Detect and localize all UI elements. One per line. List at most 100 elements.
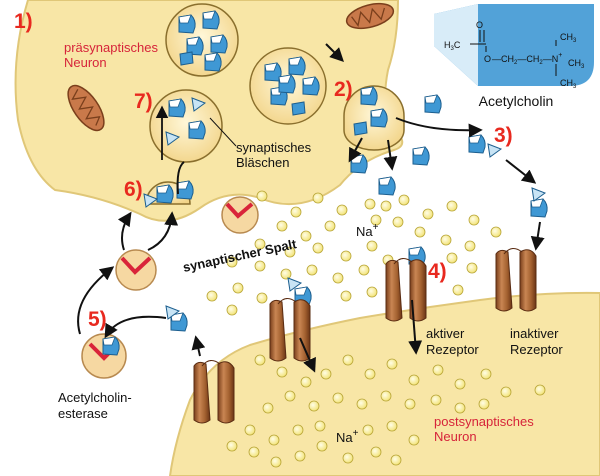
step-7: 7) — [134, 90, 153, 113]
sodium-ion — [358, 264, 370, 276]
sodium-ion — [386, 358, 398, 370]
sodium-ion — [276, 366, 288, 378]
sodium-ion — [490, 226, 502, 238]
sodium-ion — [320, 368, 332, 380]
sodium-ion — [452, 284, 464, 296]
sodium-ion — [478, 398, 490, 410]
sodium-ion — [342, 354, 354, 366]
sodium-ion — [408, 434, 420, 446]
sodium-ion — [356, 398, 368, 410]
sodium-ion — [276, 220, 288, 232]
svg-text:H3C: H3C — [444, 40, 461, 52]
sodium-ion — [446, 200, 458, 212]
sodium-ion — [232, 282, 244, 294]
step-6: 6) — [124, 178, 143, 201]
sodium-ion — [244, 424, 256, 436]
sodium-ion — [206, 290, 218, 302]
sodium-ion — [256, 292, 268, 304]
sodium-ion — [392, 216, 404, 228]
sodium-ion — [468, 214, 480, 226]
vesicle-label-2: Bläschen — [236, 155, 289, 170]
sodium-ion — [342, 452, 354, 464]
step-5: 5) — [88, 308, 107, 331]
svg-text:CH3: CH3 — [568, 58, 585, 70]
sodium-ion — [284, 246, 296, 258]
sodium-ion — [370, 446, 382, 458]
sodium-ion — [364, 368, 376, 380]
sodium-ion — [314, 420, 326, 432]
sodium-ion — [466, 262, 478, 274]
sodium-ion — [440, 234, 452, 246]
sodium-ion — [294, 450, 306, 462]
sodium-ion — [226, 440, 238, 452]
sodium-ion — [268, 434, 280, 446]
sodium-ion — [292, 424, 304, 436]
sodium-ion — [312, 242, 324, 254]
sodium-ion — [390, 454, 402, 466]
sodium-ion — [300, 376, 312, 388]
step-4: 4) — [428, 260, 447, 283]
sodium-ion — [380, 390, 392, 402]
sodium-ion — [370, 214, 382, 226]
formula-sub: 3 — [451, 46, 455, 52]
mitochondrion-icon — [345, 2, 395, 30]
inactive-receptor-label-1: inaktiver — [510, 326, 559, 341]
sodium-ion — [270, 456, 282, 468]
mitochondrion-icon — [67, 84, 105, 132]
presynaptic-label-2: Neuron — [64, 55, 107, 70]
sodium-ion — [300, 230, 312, 242]
sodium-ion — [226, 304, 238, 316]
sodium-ion — [256, 190, 268, 202]
sodium-ion — [340, 290, 352, 302]
sodium-ion — [430, 394, 442, 406]
vesicle-recycle — [143, 180, 194, 208]
step-1: 1) — [14, 10, 33, 33]
sodium-ion — [324, 220, 336, 232]
sodium-ion — [290, 206, 302, 218]
active-receptor-label-2: Rezeptor — [426, 342, 479, 357]
sodium-ion — [464, 240, 476, 252]
sodium-ion — [364, 198, 376, 210]
formula-c: C — [454, 40, 461, 50]
sodium-ion — [340, 250, 352, 262]
sodium-label-bottom: Na+ — [336, 428, 359, 445]
active-receptor-label-1: aktiver — [426, 326, 465, 341]
sodium-ion — [404, 398, 416, 410]
formula-o1: O — [476, 20, 483, 30]
process-arrows — [77, 43, 545, 373]
formula-n: N — [552, 54, 559, 64]
sodium-ion — [262, 402, 274, 414]
sodium-ion — [332, 272, 344, 284]
sodium-ion — [226, 256, 238, 268]
vesicle-fusing — [343, 85, 405, 151]
sodium-ion — [362, 424, 374, 436]
sodium-ion — [414, 226, 426, 238]
sodium-ion — [446, 252, 458, 264]
acetylcholine-label: Acetylcholin — [479, 93, 554, 109]
esterase-enzyme — [81, 333, 127, 379]
vesicle-forming — [149, 89, 223, 163]
step-2: 2) — [334, 78, 353, 101]
formula-ch: CH — [501, 54, 514, 64]
sodium-ion — [500, 386, 512, 398]
sodium-ion — [248, 446, 260, 458]
svg-text:CH3: CH3 — [560, 32, 577, 44]
postsynaptic-label-1: postsynaptisches — [434, 414, 534, 429]
vesicle-mid — [249, 47, 327, 125]
sodium-ion — [422, 208, 434, 220]
sodium-ion — [312, 192, 324, 204]
sodium-ion — [398, 194, 410, 206]
svg-text:CH3: CH3 — [560, 78, 577, 90]
presynaptic-label-1: präsynaptisches — [64, 40, 158, 55]
sodium-ion — [534, 384, 546, 396]
sodium-ion — [306, 264, 318, 276]
sodium-ion — [432, 364, 444, 376]
formula-o2: O — [484, 54, 491, 64]
esterase-enzyme — [221, 196, 259, 234]
sodium-ion — [254, 260, 266, 272]
acetylcholine-structure: H3C O O —CH2—CH2—N+ CH3 CH3 CH3 Acetylch… — [434, 4, 594, 109]
sodium-ion — [454, 378, 466, 390]
svg-text:—CH2—CH2—N+: —CH2—CH2—N+ — [492, 52, 562, 66]
